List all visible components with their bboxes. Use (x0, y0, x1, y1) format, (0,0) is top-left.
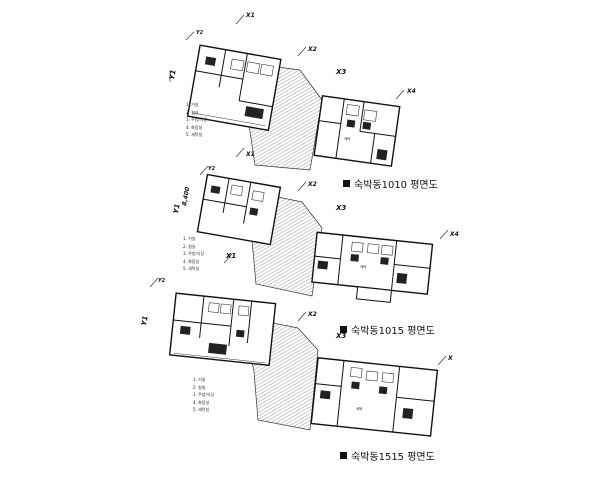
left-wing (186, 44, 282, 132)
plan-1015: X2 X3 X4 X1 Y2 Y1 8,400 세탁 (172, 165, 459, 303)
grid-label-x2: X2 (307, 311, 317, 318)
right-wing (310, 357, 439, 437)
plan-1515-legend: 1. 거실 2. 침실 3. 주방/식당 4. 화장실 5. 세탁실 (193, 376, 214, 414)
right-wing (313, 95, 401, 167)
legend-item: 4. 화장실 (193, 399, 210, 405)
grid-label-y1: Y1 (172, 203, 182, 214)
plan-1010: X1 X2 X3 X4 X1 Y2 Y1 세탁 (168, 12, 416, 171)
dimension-label: 8,400 (181, 186, 191, 206)
plan-1515: X2 X3 X Y2 Y1 세탁 (140, 277, 453, 437)
grid-label-x4: X4 (449, 231, 459, 238)
legend-item: 2. 침실 (183, 243, 196, 249)
legend-item: 1. 거실 (186, 102, 199, 107)
legend-item: 3. 주방/식당 (183, 251, 205, 256)
grid-label-x1-lower: X1 (245, 151, 255, 158)
legend-item: 4. 화장실 (186, 124, 203, 130)
legend-item: 5. 세탁실 (193, 407, 210, 412)
caption-text: 숙박동1515 평면도 (351, 452, 435, 463)
grid-label-x4: X4 (406, 88, 416, 95)
grid-label-y2: Y2 (196, 30, 204, 36)
caption-text: 숙박동1010 평면도 (354, 180, 438, 191)
plan-1015-caption: 숙박동1015 평면도 (340, 322, 435, 337)
plan-1010-legend: 1. 거실 2. 침실 3. 주방/식당 4. 화장실 5. 세탁실 (186, 101, 207, 139)
legend-item: 3. 주방/식당 (193, 392, 215, 397)
plan-1015-legend: 1. 거실 2. 침실 3. 주방/식당 4. 화장실 5. 세탁실 (183, 235, 204, 273)
legend-item: 2. 침실 (193, 384, 206, 390)
left-wing (196, 173, 282, 246)
grid-label-y1: Y1 (140, 315, 150, 326)
room-label: 세탁 (360, 264, 367, 269)
grid-label-x3: X3 (335, 204, 346, 212)
legend-item: 3. 주방/식당 (186, 117, 208, 122)
right-wing (311, 231, 434, 303)
grid-label-x1: X1 (245, 12, 255, 19)
grid-label-y2: Y2 (208, 166, 216, 172)
left-wing (168, 292, 277, 367)
legend-item: 4. 화장실 (183, 258, 200, 264)
grid-label-x3: X3 (335, 332, 346, 340)
bullet-square-icon (343, 180, 350, 187)
legend-item: 5. 세탁실 (186, 132, 203, 137)
caption-text: 숙박동1015 평면도 (351, 326, 435, 337)
grid-label-x2: X2 (307, 46, 317, 53)
grid-label-y1: Y1 (168, 69, 178, 80)
grid-label-x1: X1 (225, 252, 236, 260)
plan-1515-caption: 숙박동1515 평면도 (340, 448, 435, 463)
legend-item: 5. 세탁실 (183, 266, 200, 271)
grid-label-x2: X2 (307, 181, 317, 188)
room-label: 세탁 (344, 136, 351, 141)
bullet-square-icon (340, 452, 347, 459)
grid-label-y2: Y2 (158, 278, 166, 284)
legend-item: 1. 거실 (183, 236, 196, 241)
bullet-square-icon (340, 326, 347, 333)
grid-label-x4: X (447, 355, 453, 362)
legend-item: 2. 침실 (186, 109, 199, 115)
room-label: 세탁 (356, 406, 363, 411)
grid-label-x3: X3 (335, 68, 346, 76)
plan-1010-caption: 숙박동1010 평면도 (343, 176, 438, 191)
legend-item: 1. 거실 (193, 377, 206, 382)
